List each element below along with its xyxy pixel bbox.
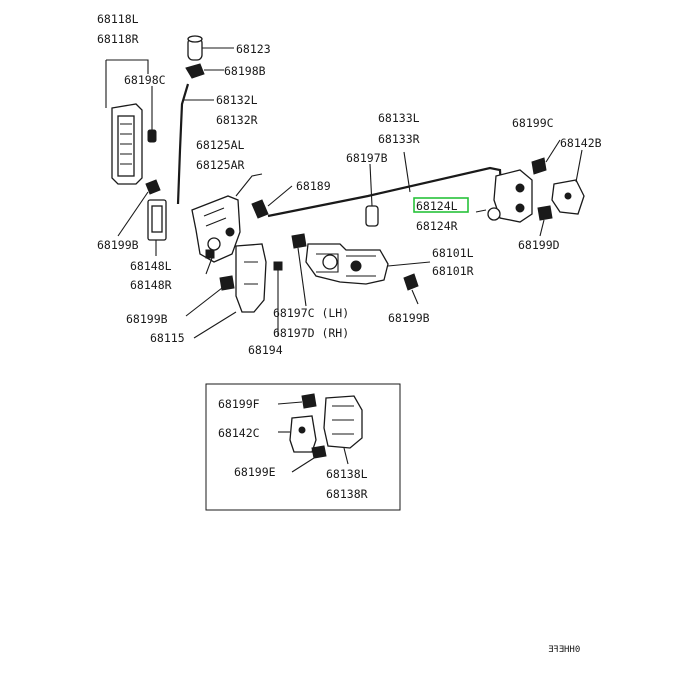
- label-68199d: 68199D: [518, 238, 560, 252]
- highlight-68124l: [413, 197, 469, 213]
- lock-rod-68132: [176, 83, 214, 205]
- label-68118l: 68118L: [97, 12, 139, 26]
- label-68197d: 68197D (RH): [273, 326, 349, 340]
- clip-68197c-d: [291, 233, 307, 307]
- label-68124r: 68124R: [416, 219, 458, 233]
- striker-68142b: [551, 149, 585, 215]
- label-68138l: 68138L: [326, 467, 368, 481]
- label-68118r: 68118R: [97, 32, 139, 46]
- label-68142c: 68142C: [218, 426, 260, 440]
- bracket-68124: [475, 169, 533, 223]
- label-68132l: 68132L: [216, 93, 258, 107]
- lever-68148: [147, 199, 167, 256]
- label-68123: 68123: [236, 42, 271, 56]
- pin-68123: [187, 35, 234, 61]
- latch-68101: [305, 243, 431, 285]
- screw-68199b-left: [117, 179, 161, 237]
- label-68132r: 68132R: [216, 113, 258, 127]
- screw-68199b-right: [403, 273, 419, 305]
- label-68101r: 68101R: [432, 264, 474, 278]
- bolt-68199c: [531, 139, 561, 175]
- clip-68198b: [185, 63, 224, 79]
- label-68198c: 68198C: [124, 73, 166, 87]
- diagram-code: ƎꟻƎHH0: [548, 645, 580, 655]
- label-68124l: 68124L: [416, 199, 458, 213]
- clip-68189: [251, 185, 293, 219]
- rod-clip-68198c: [147, 86, 157, 143]
- part-labels: 68118L 68118R 68198C 68123 68198B 68132L…: [97, 12, 602, 655]
- label-68125ar: 68125AR: [196, 158, 245, 172]
- label-68197b: 68197B: [346, 151, 388, 165]
- label-68133l: 68133L: [378, 111, 420, 125]
- label-68199f: 68199F: [218, 397, 260, 411]
- label-68101l: 68101L: [432, 246, 474, 260]
- label-68133r: 68133R: [378, 132, 420, 146]
- label-68199b-right: 68199B: [388, 311, 430, 325]
- inset-box: [205, 383, 401, 511]
- label-68125al: 68125AL: [196, 138, 245, 152]
- label-68194: 68194: [248, 343, 283, 357]
- label-68198b: 68198B: [224, 64, 266, 78]
- plate-68115: [193, 243, 267, 339]
- bellcrank-68125a: [191, 173, 263, 275]
- clip-68197b: [365, 163, 379, 227]
- label-68199e: 68199E: [234, 465, 276, 479]
- bolt-68199d: [537, 205, 553, 237]
- label-68199b-left: 68199B: [97, 238, 139, 252]
- label-68199b-lower: 68199B: [126, 312, 168, 326]
- label-68197c: 68197C (LH): [273, 306, 349, 320]
- label-68189: 68189: [296, 179, 331, 193]
- screw-68199b-lower: [185, 275, 235, 317]
- label-68148r: 68148R: [130, 278, 172, 292]
- label-68148l: 68148L: [130, 259, 172, 273]
- label-68142b: 68142B: [560, 136, 602, 150]
- label-68199c: 68199C: [512, 116, 554, 130]
- outside-handle-part: [105, 59, 149, 185]
- label-68115: 68115: [150, 331, 185, 345]
- screw-68194: [273, 261, 283, 336]
- label-68138r: 68138R: [326, 487, 368, 501]
